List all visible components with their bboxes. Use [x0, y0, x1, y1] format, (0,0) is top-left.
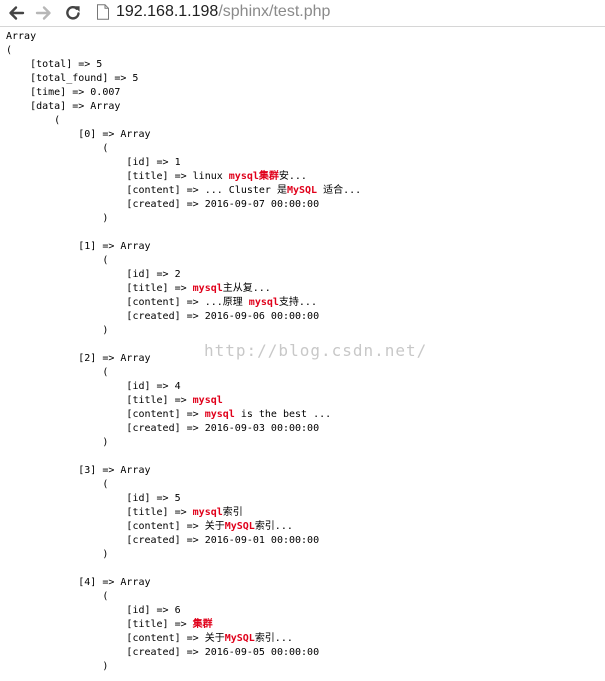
array-item-index: [3] => Array: [78, 465, 151, 476]
field-value: 2: [174, 269, 181, 280]
field-value: 2016-09-06 00:00:00: [204, 311, 320, 322]
close-paren: ): [6, 325, 109, 336]
dump-header-line: Array: [6, 31, 37, 42]
field-label: [id] =>: [126, 493, 175, 504]
close-paren: ): [6, 213, 109, 224]
reload-icon[interactable]: [63, 3, 83, 23]
field-value: 2016-09-03 00:00:00: [204, 423, 320, 434]
open-paren: (: [6, 591, 109, 602]
array-item-index: [2] => Array: [78, 353, 151, 364]
field-value: 4: [174, 381, 181, 392]
page-icon: [96, 4, 110, 20]
back-arrow-icon[interactable]: [6, 3, 26, 23]
dump-header-line: (: [6, 115, 61, 126]
field-value: 索引...: [254, 521, 293, 532]
close-paren: ): [6, 549, 109, 560]
highlight-keyword: MySQL: [224, 521, 255, 532]
dump-header-line: [total_found] => 5: [6, 73, 139, 84]
field-value: 2016-09-07 00:00:00: [204, 199, 320, 210]
field-label: [created] =>: [126, 199, 205, 210]
url-host: 192.168.1.198: [116, 3, 219, 20]
field-label: [id] =>: [126, 605, 175, 616]
field-value: 适合...: [317, 185, 362, 196]
open-paren: (: [6, 255, 109, 266]
field-label: [id] =>: [126, 381, 175, 392]
field-label: [content] =>: [126, 521, 205, 532]
field-value: ... Cluster 是: [204, 185, 287, 196]
field-value: ...原理: [204, 297, 249, 308]
dump-header-line: [total] => 5: [6, 59, 103, 70]
watermark: http://blog.csdn.net/: [204, 341, 428, 360]
field-label: [created] =>: [126, 423, 205, 434]
field-label: [id] =>: [126, 269, 175, 280]
highlight-keyword: 集群: [192, 619, 213, 630]
print-r-output: Array ( [total] => 5 [total_found] => 5 …: [0, 27, 605, 674]
field-label: [title] =>: [126, 507, 193, 518]
field-label: [content] =>: [126, 185, 205, 196]
field-value: 5: [174, 493, 181, 504]
field-label: [title] =>: [126, 619, 193, 630]
field-label: [title] =>: [126, 171, 193, 182]
page-content: Array ( [total] => 5 [total_found] => 5 …: [0, 27, 605, 681]
field-label: [created] =>: [126, 311, 205, 322]
field-value: linux: [192, 171, 229, 182]
highlight-keyword: mysql: [192, 283, 223, 294]
browser-toolbar: 192.168.1.198/sphinx/test.php: [0, 0, 605, 27]
field-label: [id] =>: [126, 157, 175, 168]
field-label: [content] =>: [126, 409, 205, 420]
highlight-keyword: mysql: [192, 395, 223, 406]
field-value: 6: [174, 605, 181, 616]
field-value: 索引...: [254, 633, 293, 644]
highlight-keyword: mysql: [248, 297, 279, 308]
address-bar[interactable]: 192.168.1.198/sphinx/test.php: [96, 1, 601, 23]
array-item-index: [1] => Array: [78, 241, 151, 252]
open-paren: (: [6, 479, 109, 490]
highlight-keyword: MySQL: [224, 633, 255, 644]
field-label: [title] =>: [126, 395, 193, 406]
field-value: 关于: [204, 633, 225, 644]
url-path: /sphinx/test.php: [218, 3, 331, 20]
highlight-keyword: mysql: [204, 409, 235, 420]
array-item-index: [0] => Array: [78, 129, 151, 140]
open-paren: (: [6, 143, 109, 154]
dump-header-line: (: [6, 45, 13, 56]
close-paren: ): [6, 661, 109, 672]
field-label: [created] =>: [126, 535, 205, 546]
dump-header-line: [time] => 0.007: [6, 87, 121, 98]
field-label: [title] =>: [126, 283, 193, 294]
forward-arrow-icon[interactable]: [34, 3, 54, 23]
field-value: 支持...: [278, 297, 317, 308]
field-label: [content] =>: [126, 633, 205, 644]
field-value: 主从复...: [222, 283, 271, 294]
close-paren: ): [6, 437, 109, 448]
highlight-keyword: MySQL: [286, 185, 318, 196]
array-item-index: [4] => Array: [78, 577, 151, 588]
field-value: 索引: [222, 507, 243, 518]
field-label: [content] =>: [126, 297, 205, 308]
highlight-keyword: mysql: [192, 507, 223, 518]
dump-header-line: [data] => Array: [6, 101, 121, 112]
field-value: is the best ...: [234, 409, 332, 420]
field-value: 1: [174, 157, 181, 168]
open-paren: (: [6, 367, 109, 378]
field-label: [created] =>: [126, 647, 205, 658]
field-value: 2016-09-05 00:00:00: [204, 647, 320, 658]
field-value: 关于: [204, 521, 225, 532]
highlight-keyword: mysql集群: [228, 171, 279, 182]
field-value: 2016-09-01 00:00:00: [204, 535, 320, 546]
field-value: 安...: [278, 171, 307, 182]
